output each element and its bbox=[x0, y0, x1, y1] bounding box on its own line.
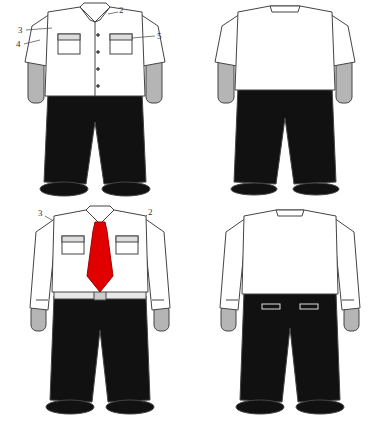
leader-line bbox=[26, 28, 52, 30]
shoe bbox=[236, 400, 284, 414]
shoe bbox=[231, 183, 277, 195]
button bbox=[97, 51, 100, 54]
shoe bbox=[102, 182, 150, 196]
shoe bbox=[106, 400, 154, 414]
pocket-flap bbox=[62, 236, 84, 242]
back-pocket bbox=[262, 304, 280, 309]
collar bbox=[86, 206, 114, 224]
pocket-flap bbox=[116, 236, 138, 242]
button bbox=[97, 68, 100, 71]
placket bbox=[95, 22, 96, 96]
callout-number: 4 bbox=[16, 39, 21, 49]
shirt-body bbox=[235, 6, 335, 90]
cuff bbox=[342, 300, 354, 301]
button bbox=[97, 85, 100, 88]
collar bbox=[276, 210, 304, 216]
cuff bbox=[152, 300, 164, 301]
cuff bbox=[226, 300, 238, 301]
necktie bbox=[87, 222, 113, 292]
collar bbox=[270, 6, 300, 12]
sleeve bbox=[334, 218, 360, 310]
collar bbox=[80, 3, 110, 22]
pocket bbox=[62, 236, 84, 254]
shoe bbox=[40, 182, 88, 196]
callout-number: 2 bbox=[148, 207, 153, 217]
trousers bbox=[44, 92, 146, 184]
pocket bbox=[110, 34, 132, 54]
leader-lines bbox=[24, 12, 155, 232]
pocket-flap bbox=[110, 34, 132, 40]
front-long-sleeve-figure bbox=[30, 206, 170, 414]
leader-line bbox=[24, 40, 40, 44]
leader-line bbox=[132, 36, 155, 38]
trousers bbox=[234, 86, 336, 184]
callout-number: 5 bbox=[157, 31, 162, 41]
shirt-body bbox=[242, 210, 338, 294]
trousers bbox=[240, 292, 340, 402]
back-short-sleeve-figure bbox=[215, 6, 355, 195]
sleeve bbox=[30, 218, 56, 310]
collar-line bbox=[80, 7, 110, 22]
shoe bbox=[293, 183, 339, 195]
pocket bbox=[58, 34, 80, 54]
sleeve bbox=[144, 218, 170, 310]
back-pocket bbox=[300, 304, 318, 309]
pocket-flap bbox=[58, 34, 80, 40]
pocket bbox=[116, 236, 138, 254]
back-long-sleeve-figure bbox=[220, 210, 360, 414]
sleeve bbox=[220, 218, 246, 310]
front-short-sleeve-figure bbox=[25, 3, 165, 196]
shirt-body bbox=[52, 210, 148, 292]
callout-number: 3 bbox=[18, 25, 23, 35]
shoe bbox=[46, 400, 94, 414]
callout-number: 3 bbox=[38, 208, 43, 218]
callout-number: 2 bbox=[119, 5, 124, 15]
trousers bbox=[50, 296, 150, 402]
shoe bbox=[296, 400, 344, 414]
button bbox=[97, 34, 100, 37]
cuff bbox=[36, 300, 48, 301]
leader-line bbox=[108, 12, 118, 14]
